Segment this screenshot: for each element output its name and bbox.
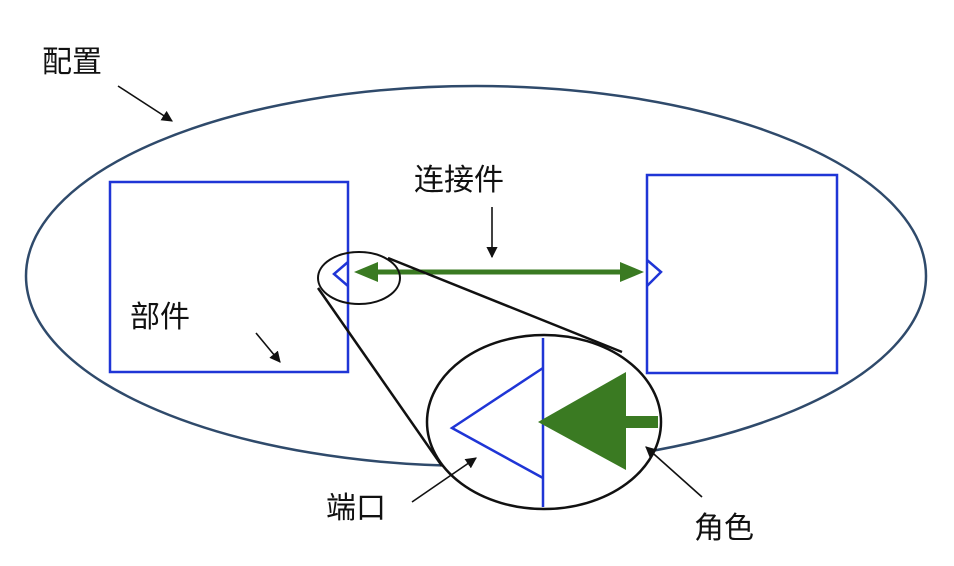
magnified-role-arrowhead — [538, 372, 626, 470]
configuration-leader-arrow — [117, 85, 173, 122]
component-label: 部件 — [130, 300, 190, 335]
configuration-label: 配置 — [42, 45, 102, 80]
connector-left-arrowhead — [354, 262, 378, 282]
magnifier-source-circle — [317, 251, 401, 305]
magnified-role-shaft — [620, 416, 658, 428]
connector-label: 连接件 — [414, 163, 504, 198]
magnifier-cone-upper — [387, 256, 623, 354]
component-leader-arrow — [255, 332, 281, 363]
right-component-box — [645, 173, 839, 375]
port-leader-arrow — [411, 457, 477, 503]
left-port-icon — [332, 261, 349, 287]
right-port-icon — [646, 259, 663, 287]
connector-right-arrowhead — [620, 262, 644, 282]
magnifier-cone-lower — [316, 287, 444, 467]
magnified-port-icon — [449, 366, 544, 480]
left-component-box — [108, 180, 350, 374]
role-label: 角色 — [694, 511, 754, 546]
port-label: 端口 — [326, 491, 386, 526]
role-leader-arrow — [645, 446, 703, 498]
